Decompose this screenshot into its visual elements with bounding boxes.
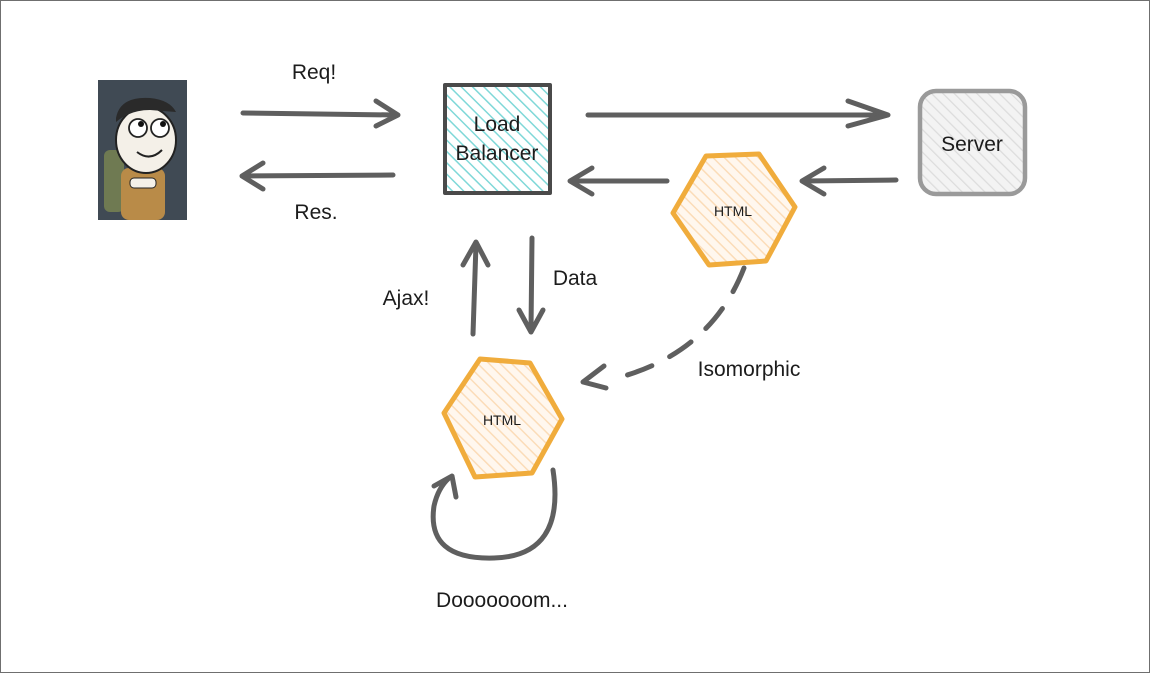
- loop-label: Dooooooom...: [436, 589, 568, 612]
- load-balancer-label-line1: Load: [474, 113, 521, 136]
- isomorphic-arrow: [580, 265, 747, 391]
- server-to-html-arrow: [799, 165, 899, 197]
- server-node: Server: [917, 88, 1028, 197]
- lb-to-server-arrow: [585, 98, 891, 129]
- ajax-label: Ajax!: [383, 287, 430, 310]
- html-server-label: HTML: [714, 203, 752, 219]
- req-label: Req!: [292, 61, 336, 84]
- isomorphic-label: Isomorphic: [698, 358, 801, 381]
- data-label: Data: [553, 267, 598, 290]
- loop-arrow: [430, 467, 558, 561]
- response-arrow: [239, 160, 396, 192]
- server-label: Server: [941, 133, 1003, 156]
- html-client-label: HTML: [483, 412, 521, 428]
- load-balancer-label-line2: Balancer: [456, 142, 539, 165]
- ajax-arrow: [460, 239, 491, 337]
- user-avatar-image: [98, 80, 187, 220]
- data-arrow: [516, 235, 546, 335]
- html-client-hexagon: HTML: [441, 356, 565, 480]
- html-server-hexagon: HTML: [670, 151, 798, 268]
- load-balancer-node: Load Balancer: [443, 83, 552, 195]
- res-label: Res.: [294, 201, 337, 224]
- html-to-lb-arrow: [567, 165, 670, 197]
- request-arrow: [240, 98, 401, 129]
